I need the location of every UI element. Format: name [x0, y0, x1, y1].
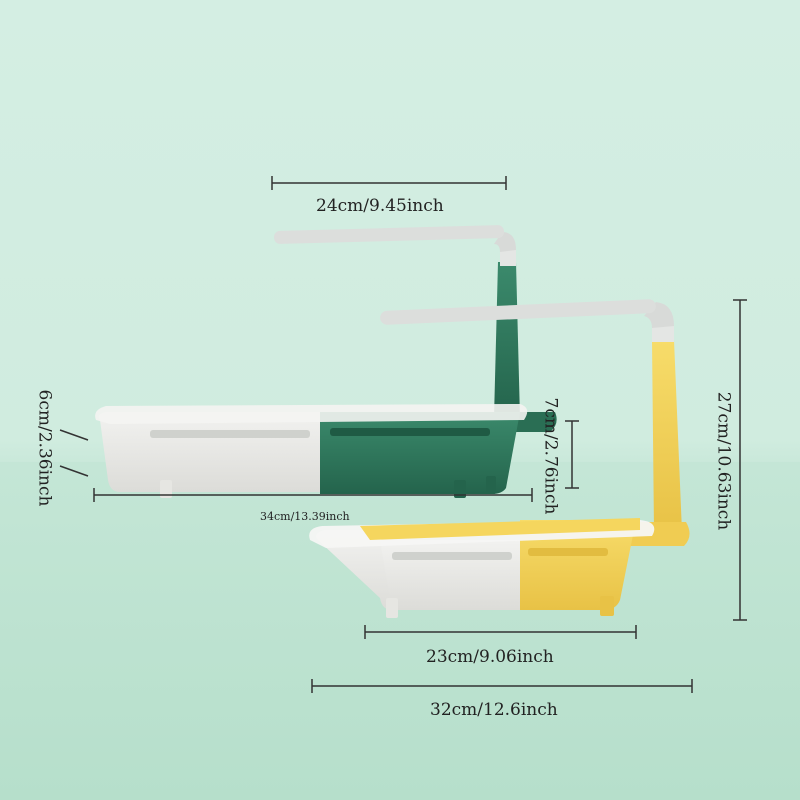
green-arm-joint — [500, 250, 516, 266]
green-foot-3 — [486, 476, 496, 494]
label-total-length: 32cm/12.6inch — [430, 700, 558, 720]
yellow-caddy-slot — [392, 552, 512, 560]
yellow-caddy — [309, 299, 690, 618]
label-right-height: 27cm/10.63inch — [713, 391, 734, 531]
label-top-width: 24cm/9.45inch — [316, 196, 444, 216]
label-middle-height: 7cm/2.76inch — [540, 397, 561, 515]
yellow-arm-joint — [652, 324, 674, 342]
yellow-caddy-yellow-body — [520, 520, 636, 610]
label-extended-length: 34cm/13.39inch — [260, 510, 350, 523]
yellow-caddy-slot-2 — [528, 548, 608, 556]
green-foot-1 — [160, 480, 172, 498]
green-caddy-rim — [95, 404, 528, 424]
yellow-caddy-inner-rim — [360, 518, 640, 540]
green-caddy-white-body — [98, 412, 320, 492]
green-foot-2 — [454, 480, 466, 498]
green-caddy-slot — [150, 430, 310, 438]
yellow-foot-2 — [600, 596, 614, 616]
yellow-arm-pole — [652, 340, 682, 532]
label-left-depth: 6cm/2.36inch — [34, 389, 55, 507]
dimension-lines — [59, 176, 747, 693]
yellow-foot-1 — [386, 598, 398, 618]
yellow-towel-bar — [380, 299, 656, 325]
green-towel-bar — [274, 225, 504, 244]
label-base-width: 23cm/9.06inch — [426, 647, 554, 667]
green-arm-pole — [494, 262, 520, 418]
green-caddy-slot-2 — [330, 428, 490, 436]
dim-line-left-depth — [59, 429, 89, 441]
yellow-caddy-white-front — [380, 540, 520, 610]
green-caddy — [95, 225, 557, 498]
